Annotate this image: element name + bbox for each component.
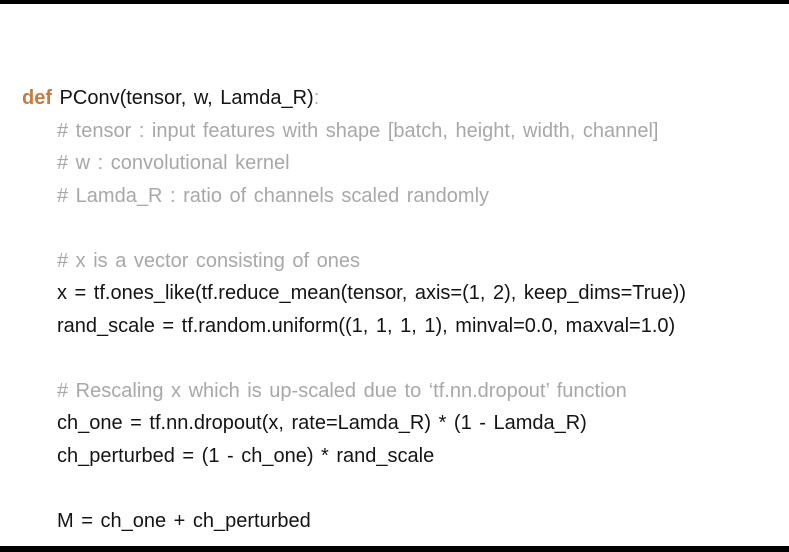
code-token: ch_one = tf.nn.dropout(x, rate=Lamda_R) … bbox=[57, 412, 587, 434]
code-token: ch_perturbed = (1 - ch_one) * rand_scale bbox=[57, 444, 435, 467]
code-line: # w : convolutional kernel bbox=[22, 147, 765, 180]
code-line: M = ch_one + ch_perturbed bbox=[22, 505, 765, 538]
comment-token: # Lamda_R : ratio of channels scaled ran… bbox=[57, 184, 490, 207]
punctuation-token: : bbox=[313, 87, 320, 109]
code-line: # x is a vector consisting of ones bbox=[22, 245, 765, 278]
code-line: ch_perturbed = (1 - ch_one) * rand_scale bbox=[22, 440, 765, 473]
code-token: M = ch_one + ch_perturbed bbox=[57, 509, 311, 532]
code-line: # Lamda_R : ratio of channels scaled ran… bbox=[22, 180, 765, 213]
code-line: rand_scale = tf.random.uniform((1, 1, 1,… bbox=[22, 310, 765, 343]
code-line: # Rescaling x which is up-scaled due to … bbox=[22, 375, 765, 408]
blank-line bbox=[22, 472, 765, 505]
comment-token: # tensor : input features with shape [ba… bbox=[57, 119, 659, 142]
blank-line bbox=[22, 537, 765, 546]
code-block: def PConv(tensor, w, Lamda_R): # tensor :… bbox=[22, 82, 765, 546]
comment-token: # Rescaling x which is up-scaled due to … bbox=[57, 379, 627, 402]
keyword-token: def bbox=[22, 87, 52, 109]
blank-line bbox=[22, 342, 765, 375]
code-token: x = tf.ones_like(tf.reduce_mean(tensor, … bbox=[57, 282, 686, 304]
comment-token: # w : convolutional kernel bbox=[57, 152, 290, 174]
code-line: # tensor : input features with shape [ba… bbox=[22, 115, 765, 148]
code-line: ch_one = tf.nn.dropout(x, rate=Lamda_R) … bbox=[22, 407, 765, 440]
code-token: PConv(tensor, w, Lamda_R) bbox=[52, 87, 314, 109]
blank-line bbox=[22, 212, 765, 245]
code-line: x = tf.ones_like(tf.reduce_mean(tensor, … bbox=[22, 277, 765, 310]
code-line: def PConv(tensor, w, Lamda_R): bbox=[22, 82, 765, 115]
comment-token: # x is a vector consisting of ones bbox=[57, 249, 361, 272]
code-token: rand_scale = tf.random.uniform((1, 1, 1,… bbox=[57, 314, 676, 337]
